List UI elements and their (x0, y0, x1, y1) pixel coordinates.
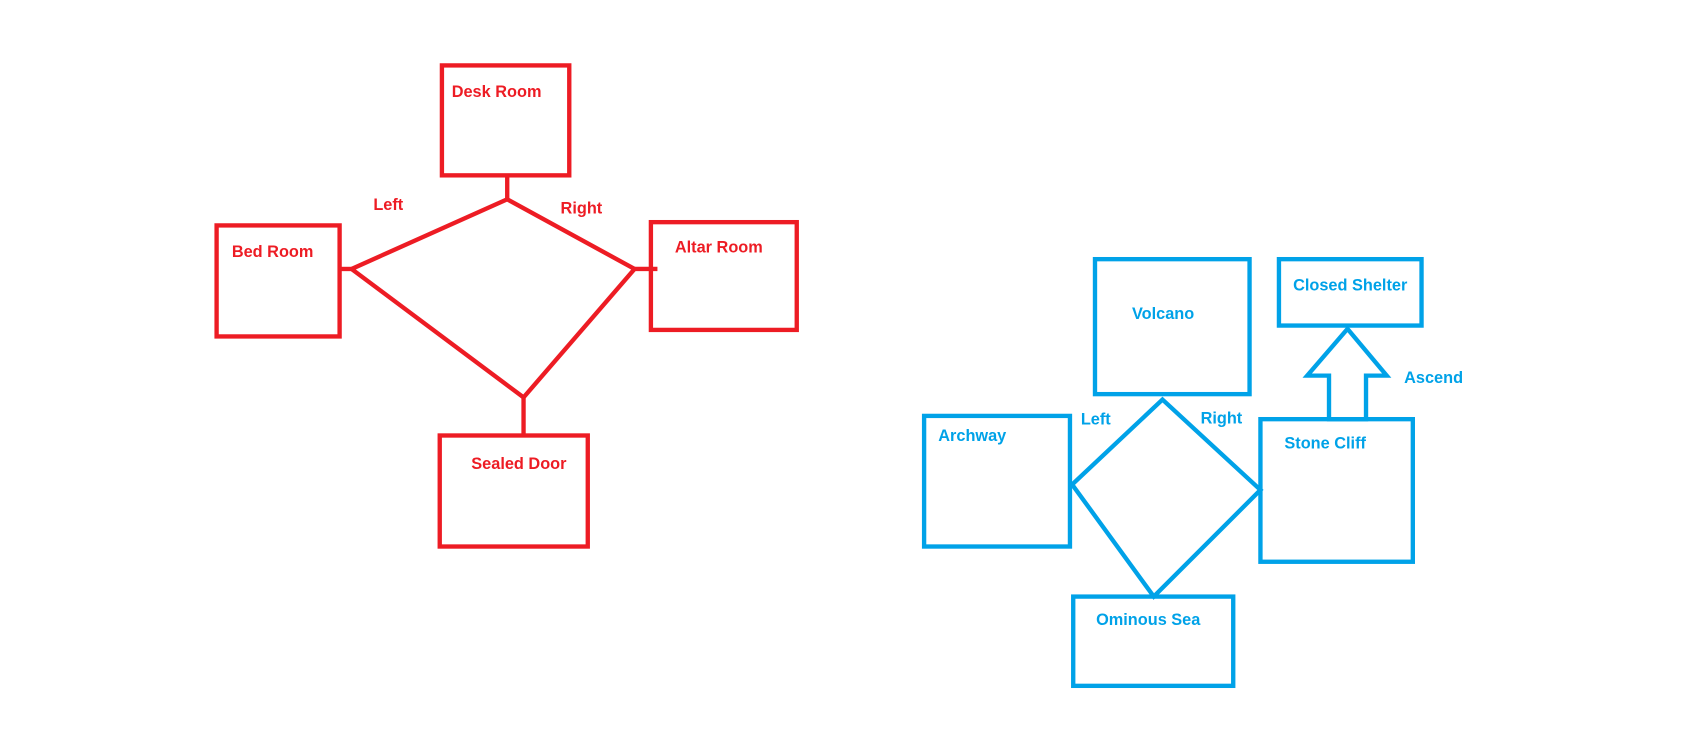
right-path-label: Right (1201, 410, 1243, 428)
ascend-arrow-icon (1302, 325, 1392, 422)
altar-room-box (648, 219, 799, 333)
red-map: Desk Room Bed Room Altar Room Sealed Doo… (214, 63, 799, 549)
stone-cliff-label: Stone Cliff (1284, 435, 1366, 453)
closed-shelter-label: Closed Shelter (1293, 277, 1408, 295)
sealed-door-label: Sealed Door (471, 455, 567, 473)
bed-room-box (214, 223, 342, 339)
ominous-sea-label: Ominous Sea (1096, 611, 1201, 629)
ascend-label: Ascend (1404, 369, 1463, 387)
archway-box (921, 413, 1073, 549)
closed-shelter-box (1276, 256, 1424, 328)
volcano-label: Volcano (1132, 305, 1194, 323)
volcano-box (1092, 256, 1252, 397)
left-path-label: Left (373, 196, 403, 214)
path-diamond (1069, 396, 1264, 600)
desk-room-label: Desk Room (452, 83, 542, 101)
blue-map: Volcano Closed Shelter Archway Stone Cli… (921, 256, 1463, 689)
desk-room-box (439, 63, 572, 178)
right-path-label: Right (561, 199, 603, 217)
path-diamond (347, 196, 638, 401)
archway-label: Archway (938, 427, 1006, 445)
sealed-door-box (437, 433, 590, 549)
altar-room-label: Altar Room (675, 239, 763, 257)
left-path-label: Left (1081, 411, 1111, 429)
bed-room-label: Bed Room (232, 243, 314, 261)
